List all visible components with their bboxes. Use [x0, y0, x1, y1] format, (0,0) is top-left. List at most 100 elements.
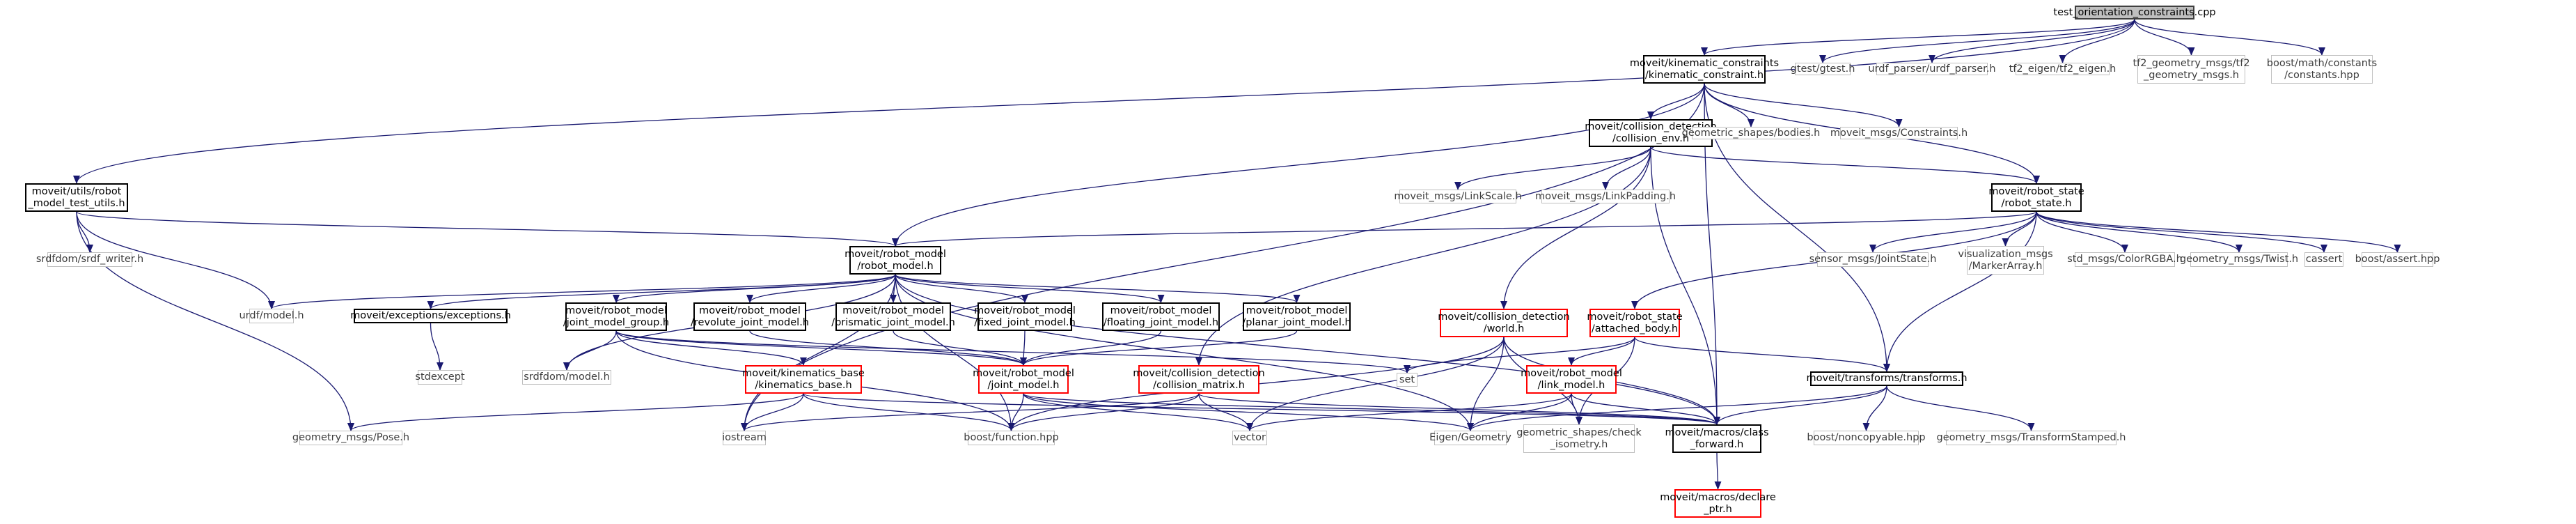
node-joint-state: sensor_msgs/JointState.h — [1809, 252, 1936, 267]
node-joint-model[interactable]: moveit/robot_model/joint_model.h — [973, 365, 1074, 394]
node-robot-model[interactable]: moveit/robot_model/robot_model.h — [845, 246, 946, 275]
edge-robot-state-to-color-rgba — [2036, 211, 2128, 253]
edge-robot-model-to-urdf-model — [268, 274, 896, 309]
node-label-line: moveit/robot_model — [699, 305, 801, 316]
node-exceptions[interactable]: moveit/exceptions/exceptions.h — [350, 309, 511, 323]
node-color-rgba: std_msgs/ColorRGBA.h — [2067, 252, 2183, 267]
edge-robot-model-to-planar-joint-model — [895, 274, 1301, 303]
node-label-line: _model_test_utils.h — [28, 197, 125, 209]
node-declare-ptr[interactable]: moveit/macros/declare_ptr.h — [1660, 489, 1776, 518]
node-label-line: moveit/robot_model — [565, 305, 667, 316]
edge-link-model-to-class-forward — [1571, 393, 1720, 425]
node-label-line: urdf_parser/urdf_parser.h — [1868, 63, 1996, 75]
node-stdexcept: stdexcept — [415, 370, 465, 385]
edge-attached-body-to-link-model — [1568, 337, 1635, 366]
edge-joint-model-group-to-set — [615, 330, 1411, 373]
edge-root-to-urdf-parser — [1929, 19, 2135, 63]
node-label-line: /collision_matrix.h — [1153, 379, 1245, 391]
node-label-line: moveit/transforms/transforms.h — [1806, 373, 1968, 384]
node-label-line: geometry_msgs/Twist.h — [2179, 254, 2299, 265]
node-collision-matrix[interactable]: moveit/collision_detection/collision_mat… — [1133, 365, 1265, 394]
node-srdf-writer: srdfdom/srdf_writer.h — [36, 252, 143, 267]
node-label-line: _geometry_msgs.h — [2143, 69, 2239, 81]
node-gtest: gtest/gtest.h — [1791, 63, 1855, 75]
node-geometry-pose: geometry_msgs/Pose.h — [292, 431, 409, 445]
node-label-line: /world.h — [1483, 323, 1525, 334]
node-label-line: vector — [1234, 432, 1266, 443]
node-label-line: /prismatic_joint_model.h — [831, 316, 955, 328]
edge-transforms-to-boost-noncopyable — [1862, 385, 1887, 431]
node-label-line: moveit/utils/robot — [31, 185, 122, 197]
edge-link-model-to-vector — [1246, 393, 1572, 431]
node-kinematic-constraint[interactable]: moveit/kinematic_constraints/kinematic_c… — [1630, 55, 1779, 84]
node-label-line: tf2_eigen/tf2_eigen.h — [2009, 63, 2116, 75]
node-label-line: Eigen/Geometry — [1429, 432, 1511, 443]
node-label-line: sensor_msgs/JointState.h — [1809, 254, 1937, 265]
edge-collision-matrix-to-boost-function — [1007, 393, 1200, 431]
node-boost-function: boost/function.hpp — [964, 431, 1059, 445]
node-label-line: /constants.hpp — [2284, 69, 2359, 81]
node-attached-body[interactable]: moveit/robot_state/attached_body.h — [1587, 309, 1683, 337]
edge-joint-model-to-vector — [1023, 393, 1253, 431]
node-transforms[interactable]: moveit/transforms/transforms.h — [1806, 371, 1968, 386]
node-label-line: moveit_msgs/LinkPadding.h — [1534, 190, 1676, 202]
node-label-line: moveit_msgs/LinkScale.h — [1394, 190, 1522, 202]
edge-robot-model-test-utils-to-urdf-model — [76, 211, 275, 309]
node-label-line: geometric_shapes/bodies.h — [1681, 127, 1821, 139]
node-label-line: /robot_model.h — [857, 260, 934, 272]
node-world[interactable]: moveit/collision_detection/world.h — [1438, 309, 1570, 337]
node-label-line: /planar_joint_model.h — [1242, 316, 1351, 328]
node-vector: vector — [1232, 431, 1267, 445]
edge-planar-joint-model-to-joint-model — [1020, 330, 1298, 366]
node-srdfdom-model: srdfdom/model.h — [522, 370, 611, 385]
node-iostream: iostream — [722, 431, 767, 445]
edge-collision-env-to-robot-state — [1650, 146, 2040, 184]
edge-joint-model-group-to-srdfdom-model — [563, 330, 617, 371]
edge-kinematics-base-to-class-forward — [803, 393, 1720, 425]
node-planar-joint-model[interactable]: moveit/robot_model/planar_joint_model.h — [1242, 302, 1351, 331]
edge-transforms-to-eigen-geometry — [1467, 385, 1887, 431]
node-link-padding: moveit_msgs/LinkPadding.h — [1535, 190, 1676, 203]
edge-collision-env-to-link-scale — [1454, 146, 1651, 190]
node-floating-joint-model[interactable]: moveit/robot_model/floating_joint_model.… — [1102, 302, 1220, 331]
node-label-line: moveit/collision_detection — [1133, 367, 1265, 379]
node-fixed-joint-model[interactable]: moveit/robot_model/fixed_joint_model.h — [974, 302, 1076, 331]
node-label-line: geometric_shapes/check — [1516, 426, 1642, 438]
node-prismatic-joint-model[interactable]: moveit/robot_model/prismatic_joint_model… — [831, 302, 955, 331]
node-label-line: /collision_env.h — [1612, 133, 1690, 144]
node-class-forward[interactable]: moveit/macros/class_forward.h — [1665, 424, 1769, 453]
node-label-line: cassert — [2305, 254, 2343, 265]
edge-world-to-eigen-geometry — [1467, 337, 1505, 431]
node-label-line: boost/assert.hpp — [2355, 254, 2440, 265]
edge-transforms-to-class-forward — [1713, 385, 1887, 425]
node-label-line: moveit/robot_model — [845, 248, 946, 260]
edge-root-to-tf2-eigen — [2059, 19, 2135, 63]
node-eigen-geometry: Eigen/Geometry — [1429, 431, 1511, 445]
node-robot-state[interactable]: moveit/robot_state/robot_state.h — [1988, 183, 2084, 212]
edge-robot-state-to-twist — [2036, 211, 2243, 253]
node-revolute-joint-model[interactable]: moveit/robot_model/revolute_joint_model.… — [691, 302, 809, 331]
edge-joint-model-to-class-forward — [1023, 393, 1720, 425]
edge-robot-model-to-joint-model-group — [613, 274, 896, 303]
node-label-line: test_orientation_constraints.cpp — [2053, 6, 2216, 18]
node-joint-model-group[interactable]: moveit/robot_model/joint_model_group.h — [563, 302, 669, 331]
node-label-line: moveit/robot_model — [1521, 367, 1622, 379]
node-label-line: tf2_geometry_msgs/tf2 — [2133, 57, 2250, 69]
node-kinematics-base[interactable]: moveit/kinematics_base/kinematics_base.h — [742, 365, 865, 394]
node-boost-assert: boost/assert.hpp — [2355, 252, 2440, 267]
node-label-line: /kinematics_base.h — [755, 379, 852, 391]
node-robot-model-test-utils[interactable]: moveit/utils/robot_model_test_utils.h — [25, 183, 128, 212]
edge-exceptions-to-stdexcept — [430, 323, 443, 371]
node-link-model[interactable]: moveit/robot_model/link_model.h — [1521, 365, 1622, 394]
node-label-line: /fixed_joint_model.h — [974, 316, 1076, 328]
node-label-line: _forward.h — [1690, 438, 1744, 450]
node-label-line: _isometry.h — [1550, 438, 1608, 450]
node-tf2-eigen: tf2_eigen/tf2_eigen.h — [2009, 63, 2116, 75]
edge-robot-model-test-utils-to-robot-model — [76, 211, 899, 247]
node-check-isometry: geometric_shapes/check_isometry.h — [1516, 424, 1642, 453]
node-label-line: srdfdom/srdf_writer.h — [36, 254, 144, 265]
node-root[interactable]: test_orientation_constraints.cpp — [2053, 6, 2216, 20]
node-tf2-geometry-msgs: tf2_geometry_msgs/tf2_geometry_msgs.h — [2133, 55, 2250, 84]
node-moveit-constraints: moveit_msgs/Constraints.h — [1830, 127, 1968, 139]
node-label-line: std_msgs/ColorRGBA.h — [2067, 254, 2183, 265]
